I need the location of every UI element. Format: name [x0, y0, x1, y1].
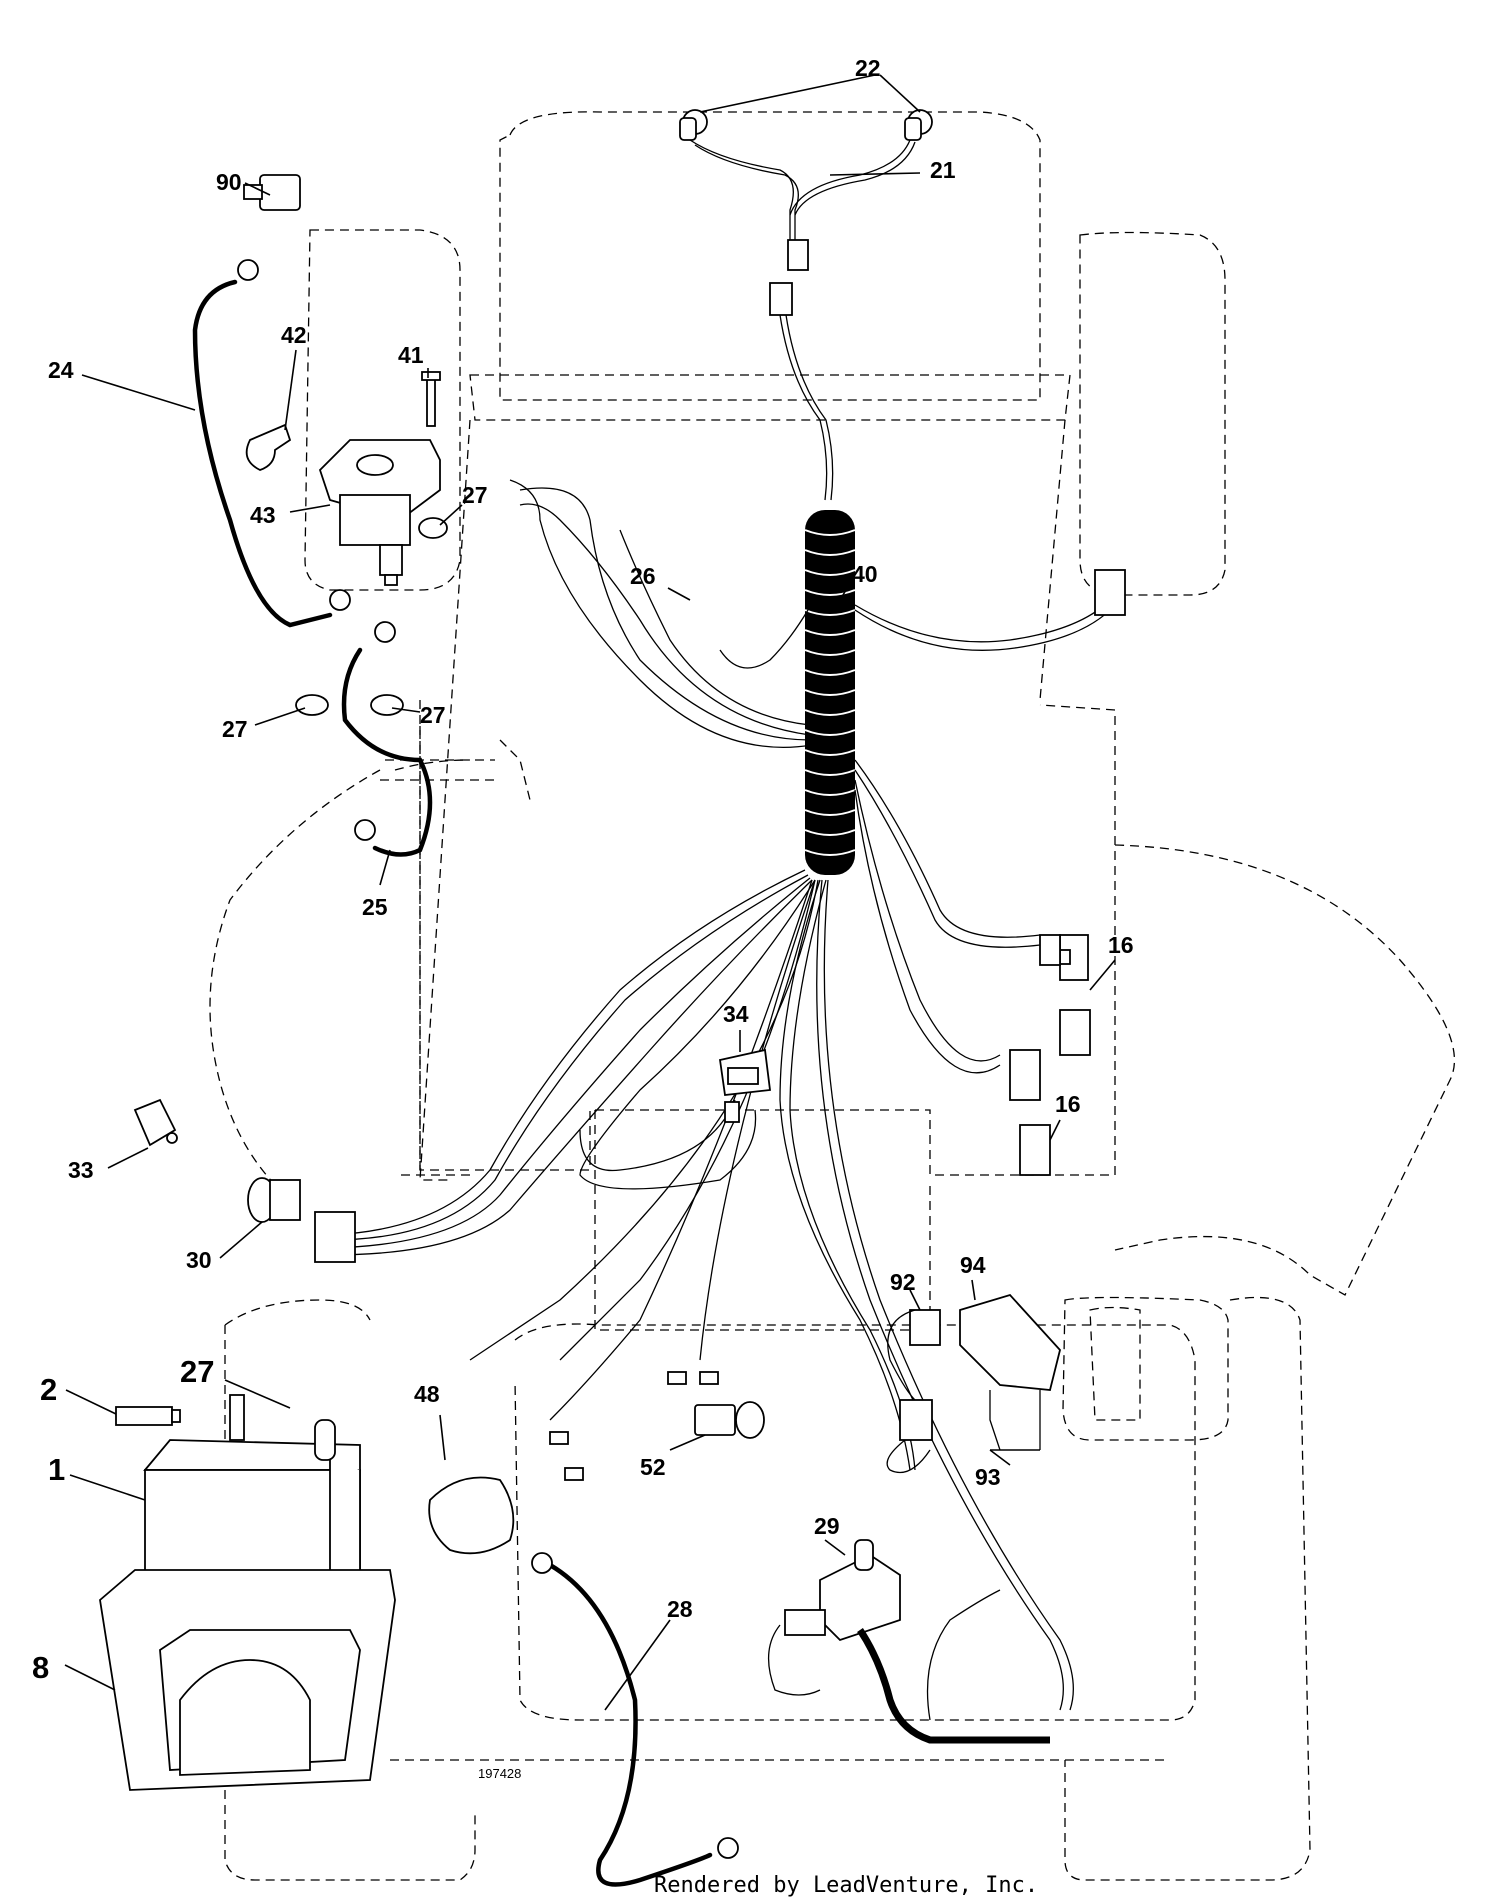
callout-29: 29: [814, 1513, 840, 1539]
ignition-and-key: [133, 1098, 356, 1263]
callout-41: 41: [398, 342, 424, 368]
callout-27a: 27: [462, 482, 488, 508]
coiled-cord: [857, 1628, 1050, 1744]
callout-25: 25: [362, 894, 388, 920]
callout-52: 52: [640, 1454, 666, 1480]
callout-40: 40: [852, 561, 878, 587]
callout-22: 22: [855, 55, 881, 81]
callout-48: 48: [414, 1381, 440, 1407]
callout-27d: 27: [180, 1354, 214, 1389]
callout-28: 28: [667, 1596, 693, 1622]
callout-30: 30: [186, 1247, 212, 1273]
callout-21: 21: [930, 157, 956, 183]
battery-cables: [192, 279, 739, 1887]
callout-93: 93: [975, 1464, 1001, 1490]
drawing-number: 197428: [478, 1766, 521, 1781]
callout-1: 1: [48, 1452, 65, 1487]
callout-90: 90: [216, 169, 242, 195]
headlight-assembly: [679, 109, 933, 271]
components-middle: [579, 1048, 1061, 1474]
callout-27c: 27: [420, 702, 446, 728]
callout-34: 34: [723, 1001, 749, 1027]
callout-43: 43: [250, 502, 276, 528]
callout-16a: 16: [1108, 932, 1134, 958]
callout-27b: 27: [222, 716, 248, 742]
battery-group: [99, 1394, 396, 1791]
components-right: [1009, 934, 1091, 1176]
callout-94: 94: [960, 1252, 986, 1278]
callout-26: 26: [630, 563, 656, 589]
callout-42: 42: [281, 322, 307, 348]
callout-8: 8: [32, 1650, 49, 1685]
footer-credit: Rendered by LeadVenture, Inc.: [654, 1873, 1038, 1898]
callout-92: 92: [890, 1269, 916, 1295]
callout-24: 24: [48, 357, 74, 383]
callout-33: 33: [68, 1157, 94, 1183]
harness-loom: [804, 510, 856, 875]
callout-numbers: 22 21 90 24 42 41 43 27 26 40 27 27 25 1…: [32, 55, 1134, 1685]
solenoid-assembly: [237, 174, 448, 841]
main-wire-harness: [329, 282, 1126, 1711]
components-lower: [428, 1371, 1050, 1744]
callout-2: 2: [40, 1372, 57, 1407]
callout-16b: 16: [1055, 1091, 1081, 1117]
leader-lines: [64, 74, 1116, 1711]
